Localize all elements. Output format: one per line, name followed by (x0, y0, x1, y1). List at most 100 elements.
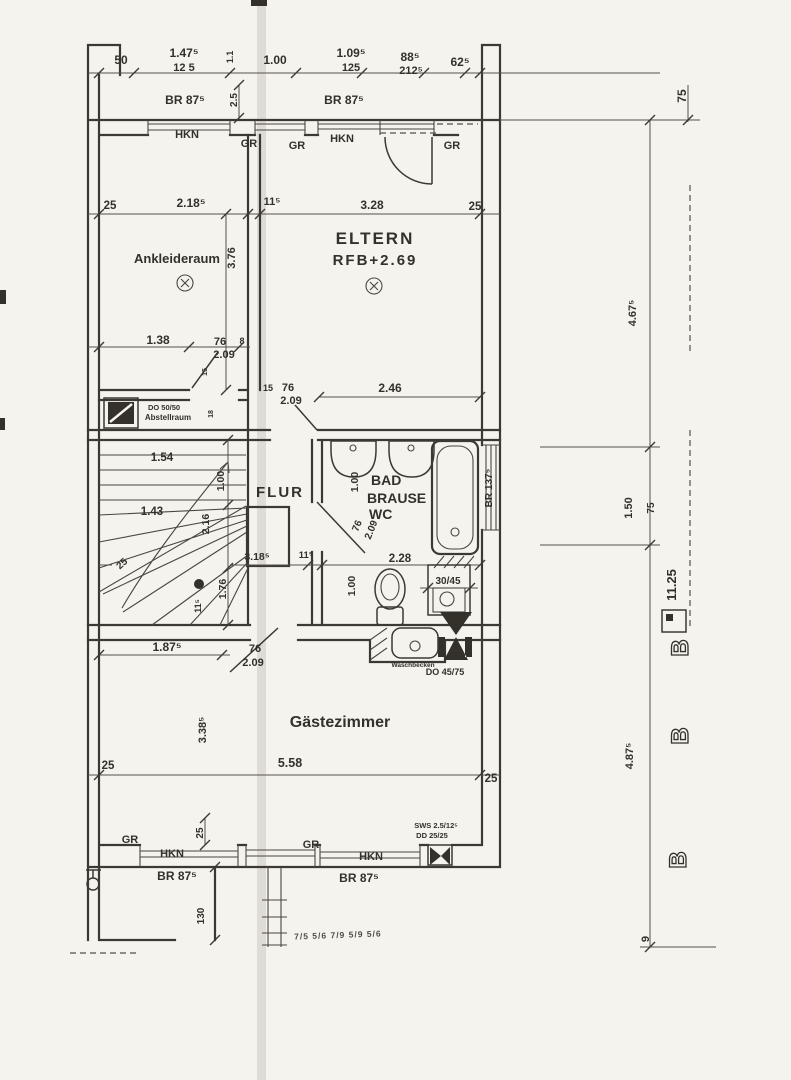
dim-label: 1.00 (263, 53, 287, 67)
plan-symbols (86, 274, 687, 891)
labels: 50 1.47⁵ 12 5 1.1 1.00 1.09⁵ 125 88⁵ 212… (102, 46, 695, 942)
room-sublabel-eltern: RFB+2.69 (333, 252, 418, 269)
dim-label: 62⁵ (451, 55, 470, 69)
vent-duct-symbol (438, 612, 472, 660)
dim-label: 1.43 (141, 506, 163, 518)
dashed-lines (70, 123, 691, 954)
exterior-stair-marks (262, 867, 287, 947)
dim-label: 4.67⁵ (627, 300, 639, 327)
dim-label: 25 (195, 827, 206, 839)
room-label-eltern: ELTERN (336, 229, 415, 248)
marker-b: B (667, 727, 694, 744)
tub-drain-icon (450, 527, 460, 537)
dimension-ticks (93, 67, 694, 953)
opening-label: GR (303, 839, 320, 851)
dim-label: 3.76 (226, 247, 238, 268)
cellar-window-diagonal (109, 403, 133, 423)
window-label: BR 137⁵ (484, 468, 495, 507)
symbol-circle (365, 277, 383, 295)
dim-label: 75 (675, 89, 689, 103)
abstellraum-size-label: DO 50/50 (148, 403, 180, 412)
dim-label: 2.18⁵ (177, 196, 206, 210)
toilet-bowl (374, 568, 406, 610)
dim-label: 2.16 (200, 514, 212, 535)
room-label-bad: BAD (371, 472, 401, 488)
toilet-bowl-inner (380, 573, 400, 601)
dim-label: 1.00 (215, 471, 227, 492)
dim-label: 25 (104, 200, 117, 212)
dim-label: 12 5 (173, 62, 194, 74)
dim-label: 3.18⁵ (244, 551, 269, 563)
scan-artifacts (0, 0, 267, 1080)
dim-label: 130 (196, 907, 207, 924)
scan-speck (0, 418, 5, 430)
window-label: BR 87⁵ (157, 869, 197, 883)
dim-label: 1.47⁵ (170, 46, 199, 60)
dim-label: 11⁵ (193, 599, 203, 613)
dim-label: 1.87⁵ (153, 640, 182, 654)
opening-label: GR (122, 834, 139, 846)
window-label: BR 87⁵ (165, 93, 205, 107)
dim-label: 25 (102, 760, 115, 772)
dim-label: 5.58 (278, 756, 302, 770)
dim-label: 1.38 (146, 333, 170, 347)
toilet-tank (376, 606, 404, 626)
dim-label: 125 (342, 62, 360, 74)
dim-label: 25 (469, 201, 482, 213)
dim-label: 88⁵ (401, 50, 420, 64)
room-label-abstellraum: Abstellraum (145, 413, 191, 422)
dim-label: 1.54 (151, 452, 174, 464)
exterior-walls (86, 43, 502, 942)
bathtub-inner (436, 445, 474, 550)
radiator-label: HKN (359, 851, 383, 863)
door-swings (191, 136, 433, 673)
radiator-label: HKN (175, 129, 199, 141)
door-size-label: 76 (350, 518, 365, 533)
dim-label: 4.87⁵ (624, 743, 636, 770)
stair-newel (245, 505, 291, 568)
ceiling-outlet-symbol (176, 274, 194, 292)
washbasin-right (388, 440, 435, 478)
staircase (98, 454, 291, 626)
dim-label: 2.28 (389, 553, 412, 565)
wall-duct-frame (427, 844, 453, 866)
bathroom-fixtures (330, 439, 480, 661)
handwritten-annotation: 7/5 5/6 7/9 5/9 5/6 (294, 928, 382, 941)
wall-duct-symbol (430, 847, 450, 865)
dim-label: 3.38⁵ (197, 717, 209, 744)
door-size-label: 2.09 (280, 395, 301, 407)
ceiling-outlet-symbol (365, 277, 383, 295)
marker-b: B (665, 851, 692, 868)
dim-label: 18 (208, 410, 215, 418)
sws-label: SWS 2.5/12⁵ (414, 821, 458, 830)
symbol-circle (176, 274, 194, 292)
faucet-icon (409, 640, 421, 652)
sheet-number: 9 (640, 936, 652, 942)
symbol-cross (369, 281, 379, 291)
hatch-shading (369, 555, 475, 661)
opening-label: GR (444, 140, 461, 152)
faucet-icon (349, 444, 357, 452)
dim-label: 1.00 (346, 576, 358, 597)
fixture-label-waschbecken: Waschbecken (391, 662, 434, 669)
dim-label: 15 (263, 383, 273, 393)
dim-label: 11⁵ (299, 550, 314, 561)
dim-label: 8 (239, 336, 244, 346)
duct-shaft (427, 564, 471, 616)
window-label: BR 87⁵ (339, 871, 379, 885)
door-size-label: 76 (249, 643, 261, 655)
bathtub (430, 439, 480, 556)
pipe-icon (439, 591, 455, 607)
stair-treads (98, 454, 249, 626)
dim-label: 2.46 (378, 381, 402, 395)
dim-label: 2.5 (229, 93, 240, 107)
window-label: BR 87⁵ (324, 93, 364, 107)
radiator-label: HKN (160, 848, 184, 860)
scan-speck (251, 0, 267, 6)
cellar-window-frame (103, 397, 139, 429)
dim-label: 50 (114, 53, 128, 67)
fixture-label-do: DO 45/75 (426, 667, 465, 677)
niche-washbasin (391, 627, 439, 659)
